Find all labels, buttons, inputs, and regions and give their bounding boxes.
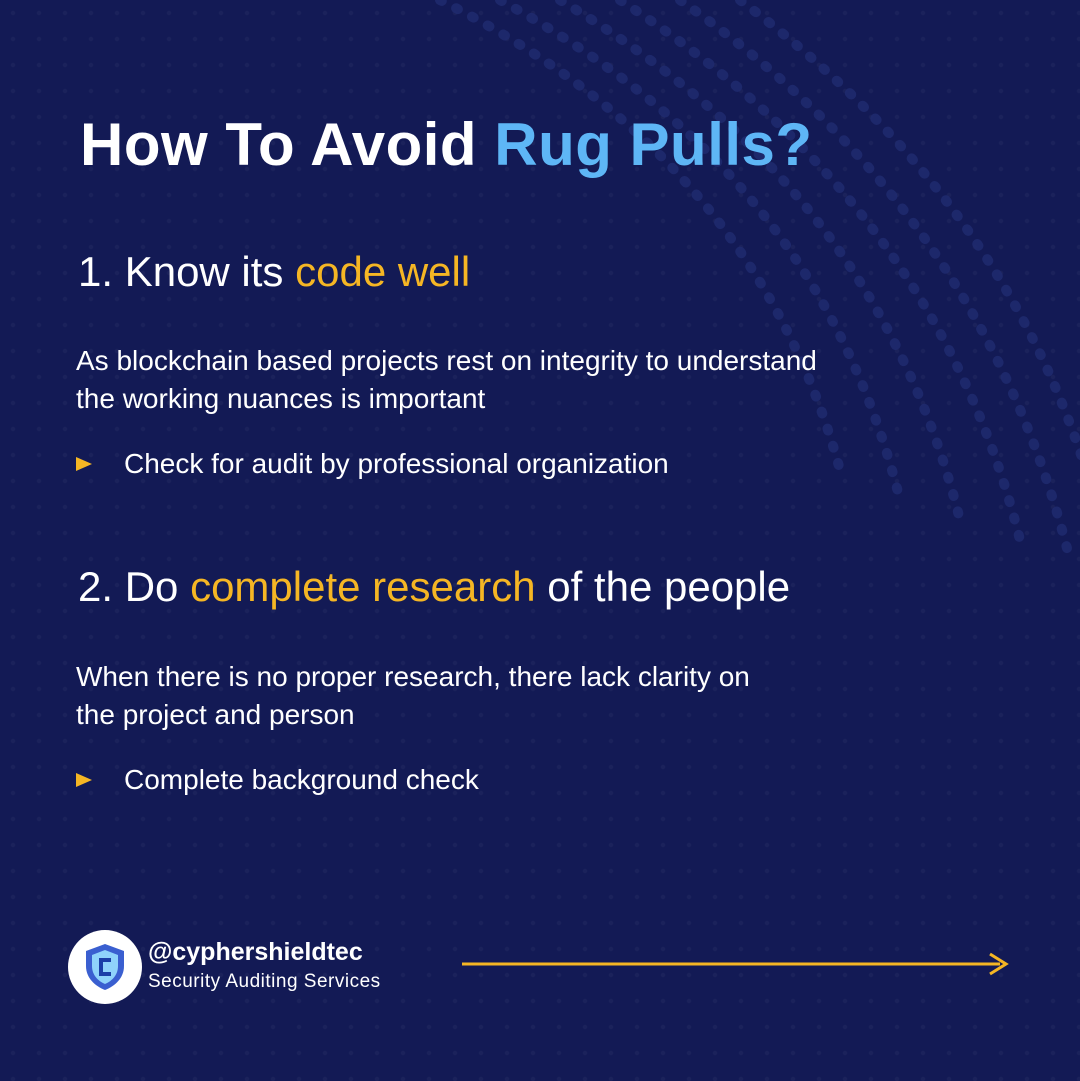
section-2-paragraph-line-1: When there is no proper research, there … (76, 661, 750, 692)
section-1-paragraph-line-1: As blockchain based projects rest on int… (76, 345, 817, 376)
bullet-arrow-icon (76, 773, 92, 787)
title-highlight: Rug Pulls? (494, 111, 813, 178)
title-text: How To Avoid (80, 111, 495, 178)
section-2-heading-highlight: complete research (190, 563, 536, 610)
brand-tagline: Security Auditing Services (148, 971, 381, 992)
section-2-paragraph-line-2: the project and person (76, 699, 355, 730)
section-1-heading: 1. Know its code well (78, 248, 470, 296)
brand-handle: @cyphershieldtec (148, 938, 363, 966)
section-1-paragraph: As blockchain based projects rest on int… (76, 342, 1016, 418)
arrow-right-icon[interactable] (460, 950, 1016, 978)
brand-logo (68, 930, 142, 1004)
section-1-heading-prefix: 1. Know its (78, 248, 296, 295)
section-2-paragraph: When there is no proper research, there … (76, 658, 1016, 734)
shield-icon (86, 944, 124, 990)
section-1-bullet-text: Check for audit by professional organiza… (124, 448, 669, 479)
bullet-arrow-icon (76, 457, 92, 471)
section-2-heading-suffix: of the people (535, 563, 791, 610)
section-2-heading-prefix: 2. Do (78, 563, 191, 610)
section-1-bullet: Check for audit by professional organiza… (76, 446, 669, 482)
section-1-paragraph-line-2: the working nuances is important (76, 383, 486, 414)
section-1-heading-highlight: code well (295, 248, 471, 295)
page-title: How To Avoid Rug Pulls? (80, 110, 813, 179)
section-2-heading: 2. Do complete research of the people (78, 563, 790, 611)
section-2-bullet-text: Complete background check (124, 764, 479, 795)
section-2-bullet: Complete background check (76, 762, 479, 798)
